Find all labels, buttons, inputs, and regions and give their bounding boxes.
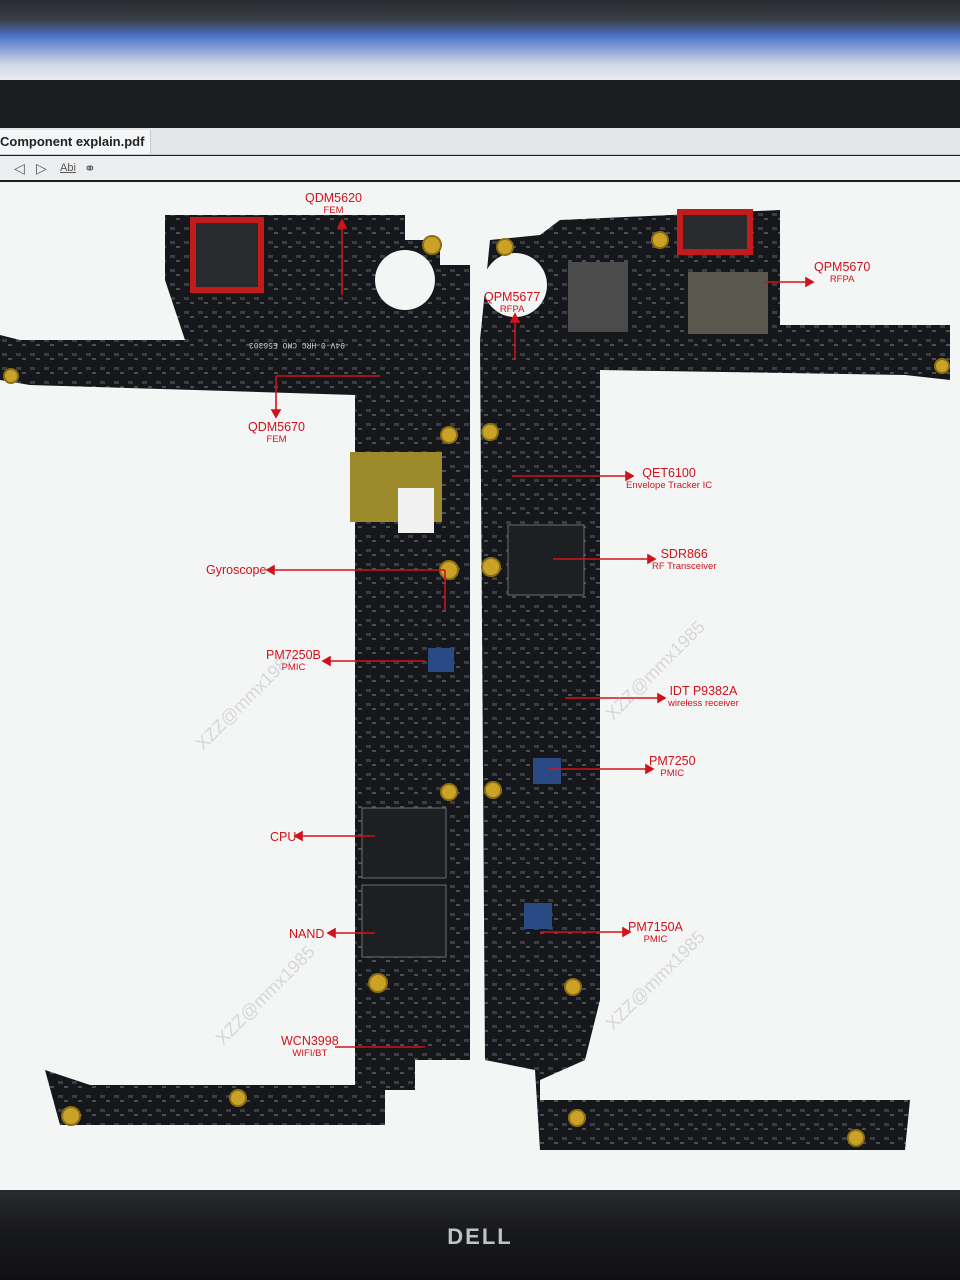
triangle-left-icon[interactable]: ◁ (14, 160, 25, 176)
monitor-logo: DELL (447, 1224, 513, 1249)
annotation-nand: NAND (289, 927, 325, 941)
annotation-gyroscope: Gyroscope (206, 563, 267, 577)
right-board (480, 210, 950, 1150)
text-select-icon[interactable]: Abi (60, 162, 76, 174)
pcb-photo: 94V-0 HRC CMO E56303 (0, 209, 950, 1150)
svg-text:94V-0 HRC CMO E56303: 94V-0 HRC CMO E56303 (249, 340, 345, 349)
tab-bar (0, 128, 960, 155)
monitor-bottom-bezel (0, 1190, 960, 1280)
triangle-right-icon[interactable]: ▷ (36, 160, 47, 176)
viewer-toolbar (0, 156, 960, 180)
document-tab[interactable]: Component explain.pdf (0, 130, 151, 154)
left-board (0, 215, 470, 1125)
annotation-cpu: CPU (270, 830, 297, 844)
binoculars-icon[interactable]: ⚭ (84, 160, 96, 176)
monitor-top-bezel (0, 0, 960, 80)
